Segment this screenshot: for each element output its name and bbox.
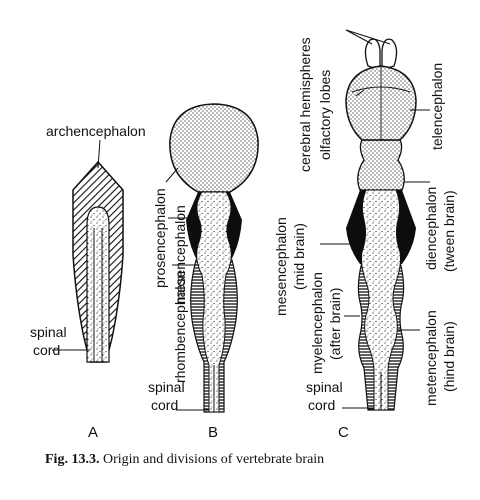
brain-cavity-b bbox=[196, 191, 232, 413]
figure-number: Fig. 13.3. bbox=[45, 452, 100, 467]
panel-label-c: C bbox=[338, 424, 349, 441]
label-spinal-cord-a-1: spinal bbox=[30, 324, 67, 340]
label-diencephalon: diencephalon bbox=[423, 187, 439, 270]
label-spinal-cord-c-1: spinal bbox=[306, 379, 343, 395]
label-mesencephalon: mesencephalon bbox=[172, 205, 188, 304]
neural-canal-a bbox=[86, 206, 110, 363]
panel-label-a: A bbox=[88, 424, 98, 441]
label-mesencephalon-sub: (mid brain) bbox=[291, 223, 307, 290]
label-cerebral-hemispheres: cerebral hemispheres bbox=[297, 37, 313, 172]
label-metencephalon-sub: (hind brain) bbox=[441, 321, 457, 392]
brain-cavity-c bbox=[361, 189, 401, 411]
label-diencephalon-sub: (tween brain) bbox=[441, 190, 457, 272]
labels: archencephalon spinal cord prosencephalo… bbox=[30, 37, 457, 441]
panel-b-drawing bbox=[165, 103, 259, 413]
pointer-prosencephalon bbox=[165, 167, 179, 183]
prosencephalon-shape bbox=[169, 103, 259, 193]
pointer-cerebral-hemispheres-2 bbox=[345, 29, 391, 45]
panel-a-drawing bbox=[52, 139, 124, 363]
label-telencephalon: telencephalon bbox=[429, 63, 445, 150]
diencephalon-shape bbox=[357, 139, 405, 191]
label-spinal-cord-c-2: cord bbox=[308, 397, 335, 413]
label-archencephalon: archencephalon bbox=[46, 123, 146, 139]
label-mesencephalon-c: mesencephalon bbox=[273, 217, 289, 316]
pointer-cerebral-hemispheres-1 bbox=[345, 29, 373, 45]
label-myelencephalon: myelencephalon bbox=[309, 272, 325, 374]
olfactory-lobe-right bbox=[381, 38, 398, 71]
label-spinal-cord-b-1: spinal bbox=[148, 379, 185, 395]
label-prosencephalon: prosencephalon bbox=[152, 188, 168, 288]
label-spinal-cord-b-2: cord bbox=[151, 397, 178, 413]
panel-label-b: B bbox=[208, 424, 218, 441]
label-metencephalon: metencephalon bbox=[423, 310, 439, 406]
label-spinal-cord-a-2: cord bbox=[33, 342, 60, 358]
pointer-archencephalon bbox=[97, 139, 101, 169]
panel-c-drawing bbox=[320, 29, 430, 411]
label-myelencephalon-sub: (after brain) bbox=[327, 288, 343, 360]
figure-caption-text: Origin and divisions of vertebrate brain bbox=[102, 452, 325, 467]
hemisphere-fold bbox=[351, 86, 411, 93]
label-rhombencephalon: rhombencephalon bbox=[172, 271, 188, 383]
label-olfactory-lobes: olfactory lobes bbox=[317, 70, 333, 160]
pointer-olfactory-lobes bbox=[355, 89, 365, 97]
olfactory-lobe-left bbox=[364, 38, 381, 71]
figure-caption: Fig. 13.3. Origin and divisions of verte… bbox=[45, 452, 324, 468]
